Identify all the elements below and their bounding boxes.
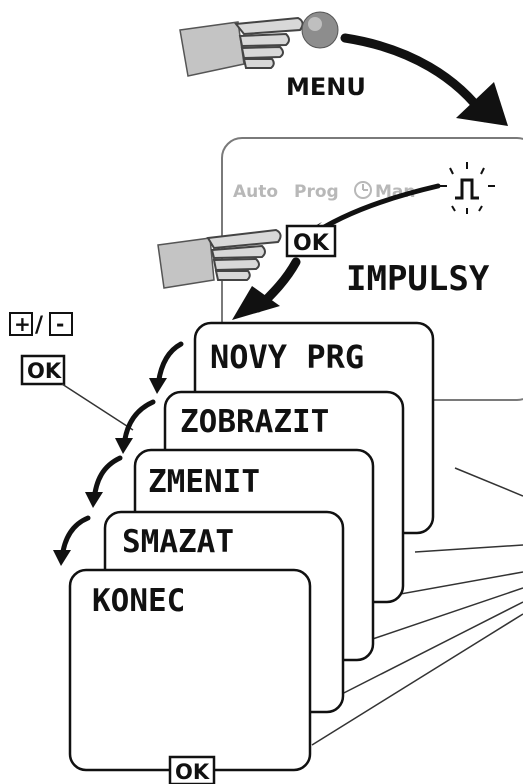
ok-key-pointer-line	[61, 383, 134, 431]
menu-label: MENU	[286, 73, 366, 101]
step-arrowheads	[53, 378, 167, 566]
menu-card-konec[interactable]: KONEC	[68, 568, 312, 772]
plus-key[interactable]: +	[9, 312, 33, 336]
plus-key-label: +	[14, 312, 31, 336]
mode-prog: Prog	[294, 182, 339, 202]
mode-auto: Auto	[233, 182, 278, 202]
ok-key-bottom-label: OK	[175, 760, 210, 784]
arrowhead-ok-icon	[232, 286, 280, 320]
blinking-impulse-icon	[440, 162, 495, 214]
arrowhead-menu-icon	[456, 82, 508, 126]
arrow-menu-to-display-icon	[340, 33, 491, 123]
hand-pressing-menu-icon	[179, 16, 304, 77]
ok-key-left[interactable]: OK	[20, 354, 66, 386]
menu-item-konec-label: KONEC	[92, 583, 185, 619]
display-title: IMPULSY	[346, 259, 490, 299]
clock-icon	[354, 181, 372, 199]
ok-key-top[interactable]: OK	[285, 224, 337, 258]
menu-item-novy-prg-label: NOVY PRG	[210, 338, 364, 376]
ok-key-bottom[interactable]: OK	[168, 755, 216, 784]
menu-item-zmenit-label: ZMENIT	[148, 464, 260, 500]
minus-key[interactable]: -	[49, 312, 73, 336]
plus-minus-separator: /	[35, 313, 44, 338]
menu-item-smazat-label: SMAZAT	[122, 524, 234, 560]
ok-key-left-label: OK	[27, 359, 62, 383]
menu-button[interactable]	[301, 11, 339, 49]
minus-key-label: -	[56, 312, 64, 336]
menu-item-zobrazit-label: ZOBRAZIT	[180, 404, 329, 440]
hand-pressing-ok-icon	[157, 228, 282, 289]
ok-key-top-label: OK	[293, 231, 330, 256]
